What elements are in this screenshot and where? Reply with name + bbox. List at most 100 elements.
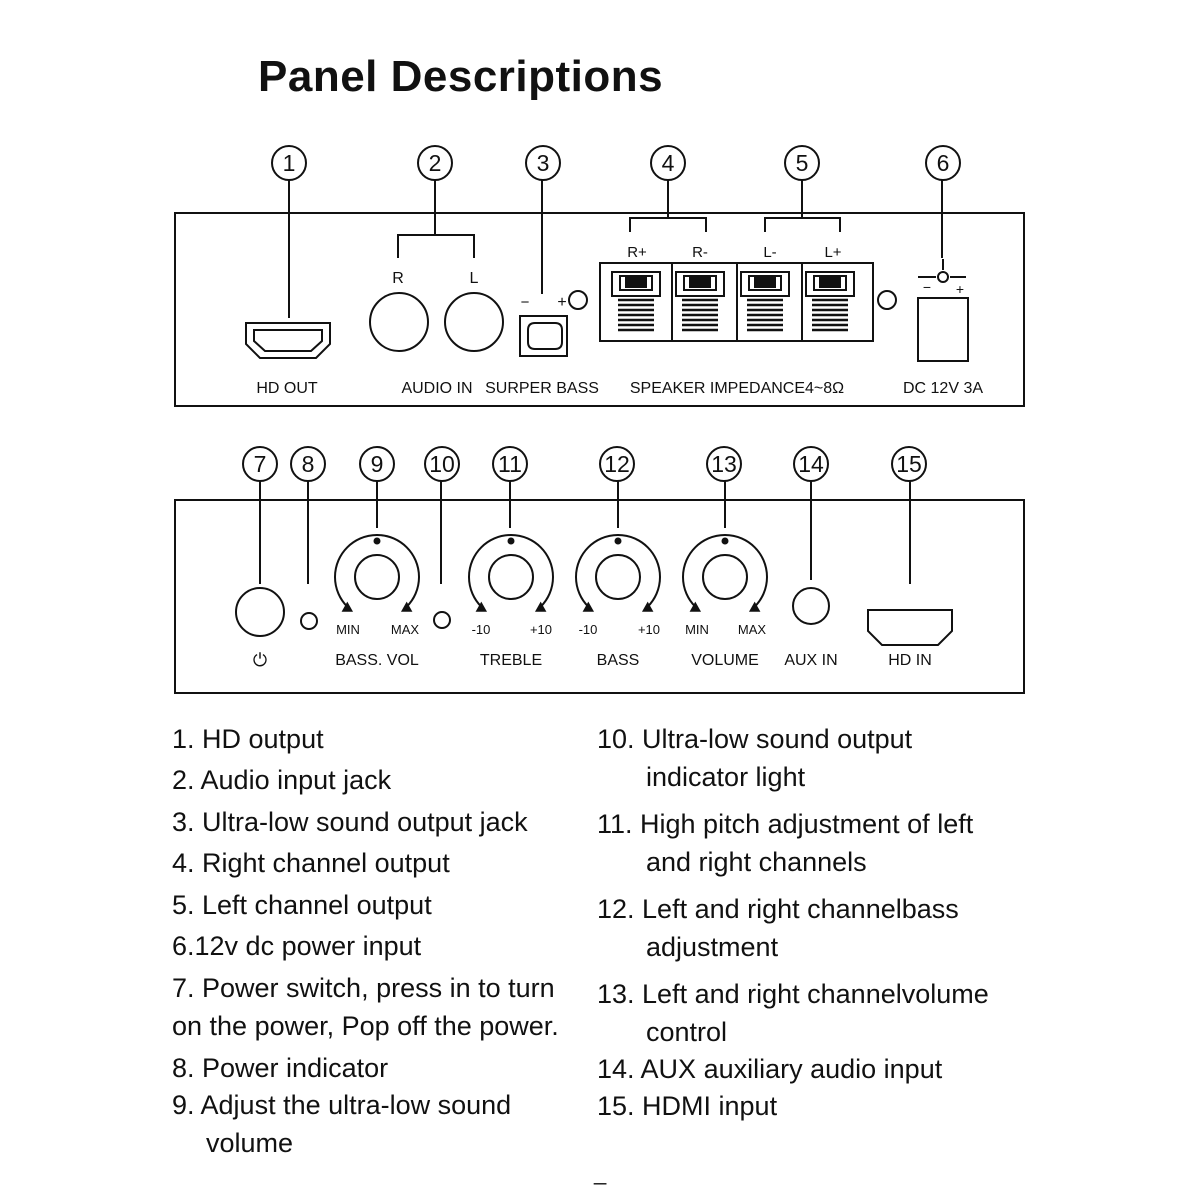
bass-knob-dot — [614, 537, 622, 545]
treble-knob-arc — [468, 534, 554, 608]
bass-vol-label: BASS. VOL — [335, 652, 419, 669]
callout-circle-4 — [650, 145, 686, 181]
callout-number-15: 15 — [896, 451, 922, 477]
callout-circle-5 — [784, 145, 820, 181]
desc-13-line2: control — [646, 1017, 728, 1047]
callout-circle-12 — [599, 446, 635, 482]
callout-number-2: 2 — [429, 150, 442, 176]
r-plus-label: R+ — [627, 244, 647, 261]
dc-jack — [917, 297, 969, 362]
desc-5: 5. Left channel output — [172, 890, 432, 920]
bass-knob-arc — [575, 534, 661, 608]
desc-1: 1. HD output — [172, 724, 324, 754]
front-panel-frame — [174, 499, 1025, 694]
desc-9: 9. Adjust the ultra-low sound volume — [172, 1086, 559, 1162]
desc-3: 3. Ultra-low sound output jack — [172, 807, 528, 837]
audio-r-label: R — [392, 270, 404, 287]
audio-in-label: AUDIO IN — [401, 380, 472, 397]
bass-plus10: +10 — [638, 622, 660, 637]
callout-circle-10 — [424, 446, 460, 482]
bass-vol-max: MAX — [391, 622, 420, 637]
callout-circle-11 — [492, 446, 528, 482]
surper-bass-label: SURPER BASS — [485, 380, 599, 397]
speaker-impedance-label: SPEAKER IMPEDANCE4~8Ω — [630, 380, 844, 397]
callout-number-4: 4 — [662, 150, 675, 176]
desc-10: 10. Ultra-low sound output indicator lig… — [597, 720, 989, 805]
desc-9-line1: 9. Adjust the ultra-low sound — [172, 1090, 512, 1120]
desc-4: 4. Right channel output — [172, 848, 450, 878]
callout-circle-3 — [525, 145, 561, 181]
desc-12-line2: adjustment — [646, 932, 779, 962]
callout-number-6: 6 — [937, 150, 950, 176]
aux-in-jack — [792, 587, 830, 625]
callout-number-11: 11 — [498, 451, 522, 477]
surper-bass-terminal — [519, 315, 568, 357]
dc-minus-label: − — [923, 279, 931, 295]
r-minus-label: R- — [692, 244, 708, 261]
power-indicator — [300, 612, 318, 630]
desc-13-line1: 13. Left and right channelvolume — [597, 979, 989, 1009]
bass-label: BASS — [597, 652, 640, 669]
treble-plus10: +10 — [530, 622, 552, 637]
volume-knob-arc — [682, 534, 768, 608]
audio-in-r-jack — [369, 292, 429, 352]
desc-7-line1: 7. Power switch, press in to turn — [172, 973, 555, 1003]
footer-mark: _ — [594, 1160, 607, 1185]
callout-number-13: 13 — [711, 451, 737, 477]
callout-number-1: 1 — [283, 150, 296, 176]
callout-circle-2 — [417, 145, 453, 181]
callout-number-12: 12 — [604, 451, 630, 477]
callout-number-5: 5 — [796, 150, 809, 176]
treble-label: TREBLE — [480, 652, 542, 669]
power-symbol: ⏻ — [253, 650, 267, 670]
callout-circle-6 — [925, 145, 961, 181]
rear-panel-frame — [174, 212, 1025, 407]
hd-out-label: HD OUT — [256, 380, 318, 397]
page-title: Panel Descriptions — [258, 52, 664, 101]
treble-knob-dot — [507, 537, 515, 545]
desc-11: 11. High pitch adjustment of left and ri… — [597, 805, 989, 890]
volume-label: VOLUME — [691, 652, 759, 669]
dc-label: DC 12V 3A — [903, 380, 983, 397]
desc-10-line1: 10. Ultra-low sound output — [597, 724, 913, 754]
volume-knob — [702, 554, 748, 600]
desc-10-line2: indicator light — [646, 762, 806, 792]
audio-l-label: L — [470, 270, 479, 287]
desc-12: 12. Left and right channelbass adjustmen… — [597, 890, 989, 975]
desc-2: 2. Audio input jack — [172, 765, 392, 795]
callout-number-3: 3 — [537, 150, 550, 176]
volume-knob-dot — [721, 537, 729, 545]
callout-number-14: 14 — [798, 451, 824, 477]
bass-knob — [595, 554, 641, 600]
hd-out-port — [245, 322, 331, 359]
volume-min: MIN — [685, 622, 709, 637]
callout-number-8: 8 — [302, 451, 315, 477]
description-list-right: 10. Ultra-low sound output indicator lig… — [597, 720, 989, 1125]
callout-circle-13 — [706, 446, 742, 482]
desc-13: 13. Left and right channelvolume control — [597, 975, 989, 1050]
hd-in-label: HD IN — [888, 652, 932, 669]
callout-number-9: 9 — [371, 451, 384, 477]
bass-vol-knob-dot — [373, 537, 381, 545]
bass-vol-knob — [354, 554, 400, 600]
treble-minus10: -10 — [472, 622, 491, 637]
desc-7-line2: on the power, Pop off the power. — [172, 1011, 559, 1041]
desc-11-line2: and right channels — [646, 847, 867, 877]
audio-in-l-jack — [444, 292, 504, 352]
desc-11-line1: 11. High pitch adjustment of left — [597, 809, 974, 839]
bass-plus-label: + — [557, 294, 566, 311]
desc-15: 15. HDMI input — [597, 1091, 778, 1121]
bass-vol-min: MIN — [336, 622, 360, 637]
desc-9-line2: volume — [206, 1128, 294, 1158]
callout-circle-8 — [290, 446, 326, 482]
callout-circle-7 — [242, 446, 278, 482]
desc-12-line1: 12. Left and right channelbass — [597, 894, 959, 924]
hd-in-port — [867, 609, 953, 646]
callout-circle-15 — [891, 446, 927, 482]
dc-plus-label: + — [956, 281, 964, 297]
bass-minus10: -10 — [579, 622, 598, 637]
volume-max: MAX — [738, 622, 767, 637]
desc-7: 7. Power switch, press in to turn on the… — [172, 969, 559, 1049]
bass-indicator-light — [433, 611, 451, 629]
